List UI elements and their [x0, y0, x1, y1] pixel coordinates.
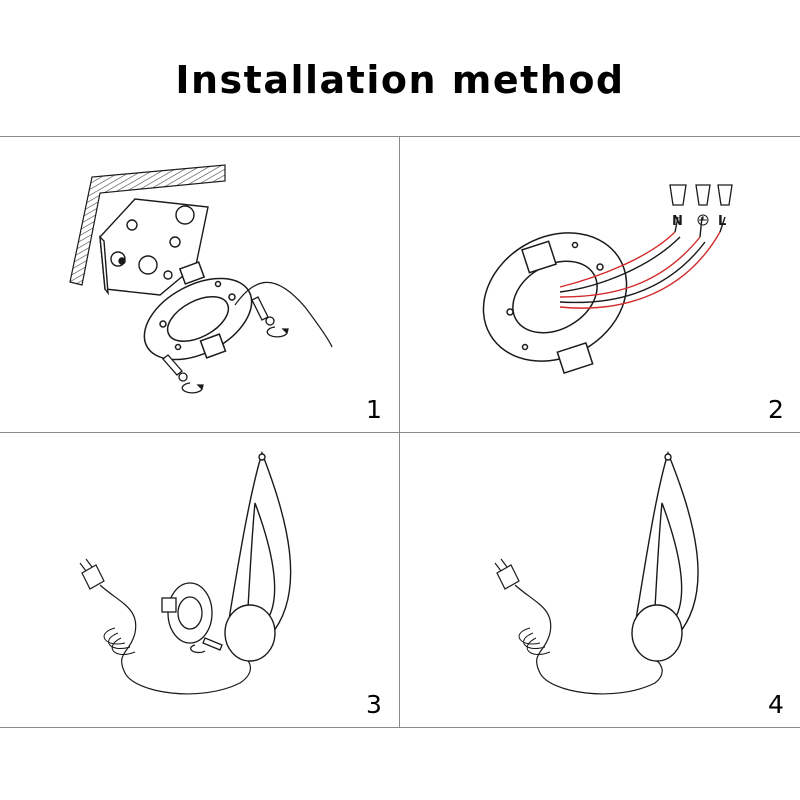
lamp: [631, 450, 699, 662]
power-cord: [514, 584, 663, 695]
grid-line-middle: [0, 432, 800, 433]
cord-coil: [103, 627, 136, 655]
screw-icon: [190, 637, 223, 654]
power-wire: [234, 281, 333, 348]
ground-symbol-icon: [697, 214, 709, 226]
cord-coil: [518, 627, 551, 655]
plug-icon: [494, 558, 520, 590]
plug-icon: [79, 558, 105, 590]
step-1-number: 1: [366, 395, 382, 424]
step-1-illustration: [69, 164, 333, 394]
wires: [559, 216, 726, 309]
grid-line-top: [0, 136, 800, 137]
ceiling-wall: [69, 164, 226, 286]
screw-icon: [162, 354, 204, 394]
grid-line-bottom: [0, 727, 800, 728]
wire-nut-icon: [669, 184, 733, 206]
step-4-panel: 4: [400, 433, 800, 727]
page-title: Installation method: [175, 58, 625, 102]
mounting-plate: [161, 582, 213, 644]
step-2-panel: N L 2: [400, 137, 800, 432]
step-3-number: 3: [366, 690, 382, 719]
step-2-number: 2: [768, 395, 784, 424]
step-2-illustration: N L: [482, 184, 733, 375]
step-1-panel: 1: [0, 137, 399, 432]
power-cord: [99, 584, 251, 695]
mounting-plate: [143, 261, 253, 361]
step-3-illustration: [79, 450, 292, 695]
grid-line-vertical: [399, 136, 400, 727]
lamp: [224, 450, 292, 662]
screw-icon: [251, 296, 289, 338]
neutral-label: N: [672, 214, 683, 229]
step-3-panel: 3: [0, 433, 399, 727]
mounting-plate: [482, 232, 628, 375]
step-4-illustration: [494, 450, 699, 695]
step-4-number: 4: [768, 690, 784, 719]
live-label: L: [718, 214, 726, 229]
